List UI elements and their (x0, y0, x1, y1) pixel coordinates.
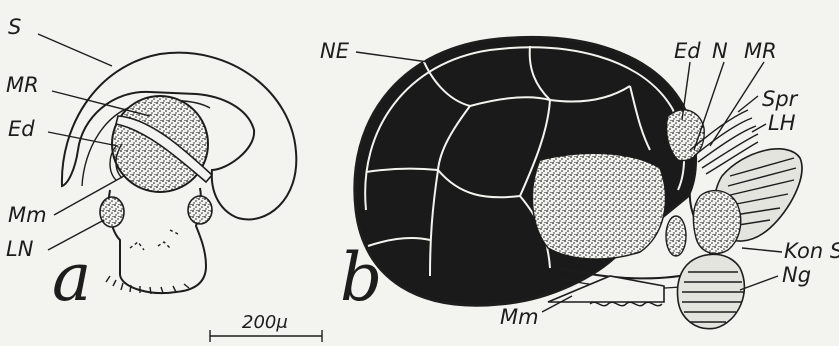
b-stippled-oval (666, 216, 686, 256)
a-inner-marks (130, 230, 178, 250)
b-label-kons: Kon S (784, 239, 839, 263)
a-label-ed: Ed (8, 117, 35, 141)
b-label-ed: Ed (674, 39, 701, 63)
b-central-body (693, 191, 740, 254)
b-panel-letter: b (340, 239, 382, 316)
a-labels: S MR Ed Mm LN a (6, 15, 91, 316)
b-label-lh: LH (768, 111, 796, 135)
b-label-ng: Ng (782, 263, 811, 287)
a-panel-letter: a (52, 239, 91, 316)
b-label-spr: Spr (762, 87, 799, 111)
b-label-mm: Mm (500, 305, 539, 329)
b-label-mr: MR (744, 39, 777, 63)
b-stippled-region (532, 153, 665, 259)
figure-b (355, 37, 802, 328)
figure-a (62, 53, 296, 294)
b-label-n: N (712, 39, 728, 63)
a-right-lateral-node (188, 196, 212, 224)
scale-bar: 200μ (210, 312, 322, 342)
a-label-mm: Mm (8, 203, 47, 227)
a-left-lateral-node (100, 197, 124, 227)
scale-bar-label: 200μ (242, 312, 288, 333)
a-label-mr: MR (6, 73, 39, 97)
a-label-ln: LN (6, 237, 34, 261)
b-label-ne: NE (320, 39, 350, 63)
a-label-s: S (8, 15, 21, 39)
